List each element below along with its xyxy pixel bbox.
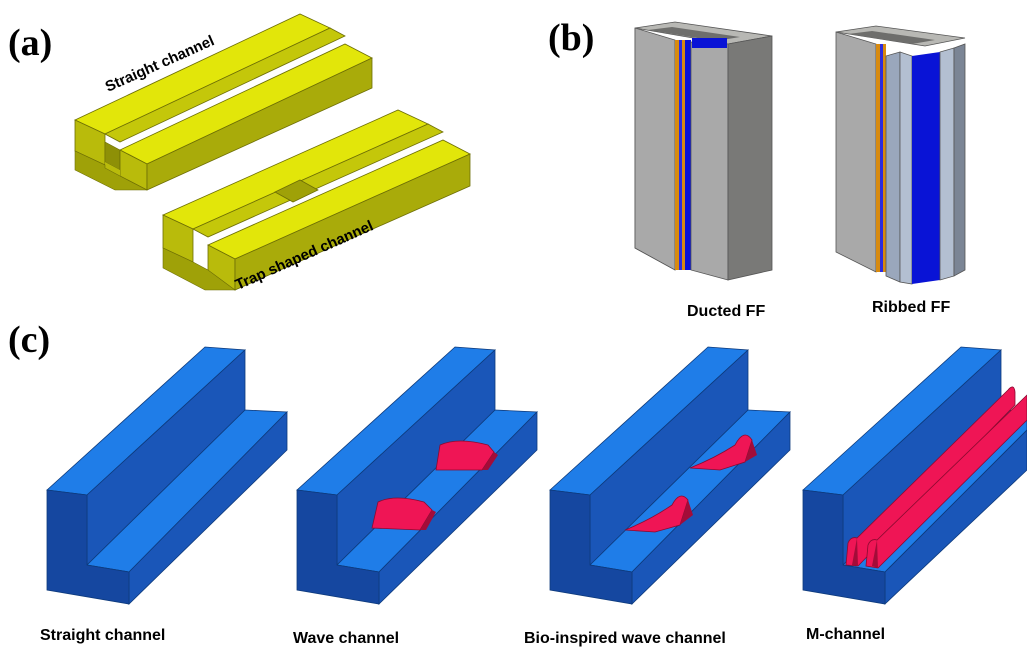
- straight-channel-block: [74, 13, 373, 191]
- c-bio-label: Bio-inspired wave channel: [524, 630, 726, 647]
- panel-a: (a) Straight channel: [8, 13, 471, 294]
- panel-b: (b) Ducted FF: [548, 17, 966, 320]
- c-wave-label: Wave channel: [293, 630, 399, 647]
- panel-c-letter: (c): [8, 319, 50, 361]
- ribbed-ff-label: Ribbed FF: [872, 299, 950, 316]
- ducted-ff-label: Ducted FF: [687, 303, 765, 320]
- c-m-label: M-channel: [806, 626, 885, 643]
- ribbed-ff-model: [835, 25, 966, 285]
- ducted-ff-model: [634, 21, 773, 281]
- panel-a-letter: (a): [8, 22, 52, 64]
- wave-channel-model: [296, 346, 538, 605]
- m-channel-model: [802, 346, 1027, 605]
- straight-channel-model: [46, 346, 288, 605]
- bio-wave-channel-model: [549, 346, 791, 605]
- trap-channel-block: [162, 109, 471, 291]
- c-straight-label: Straight channel: [40, 627, 165, 644]
- panel-b-letter: (b): [548, 17, 594, 59]
- panel-c: (c) Straight channel Wave channel: [8, 319, 1027, 647]
